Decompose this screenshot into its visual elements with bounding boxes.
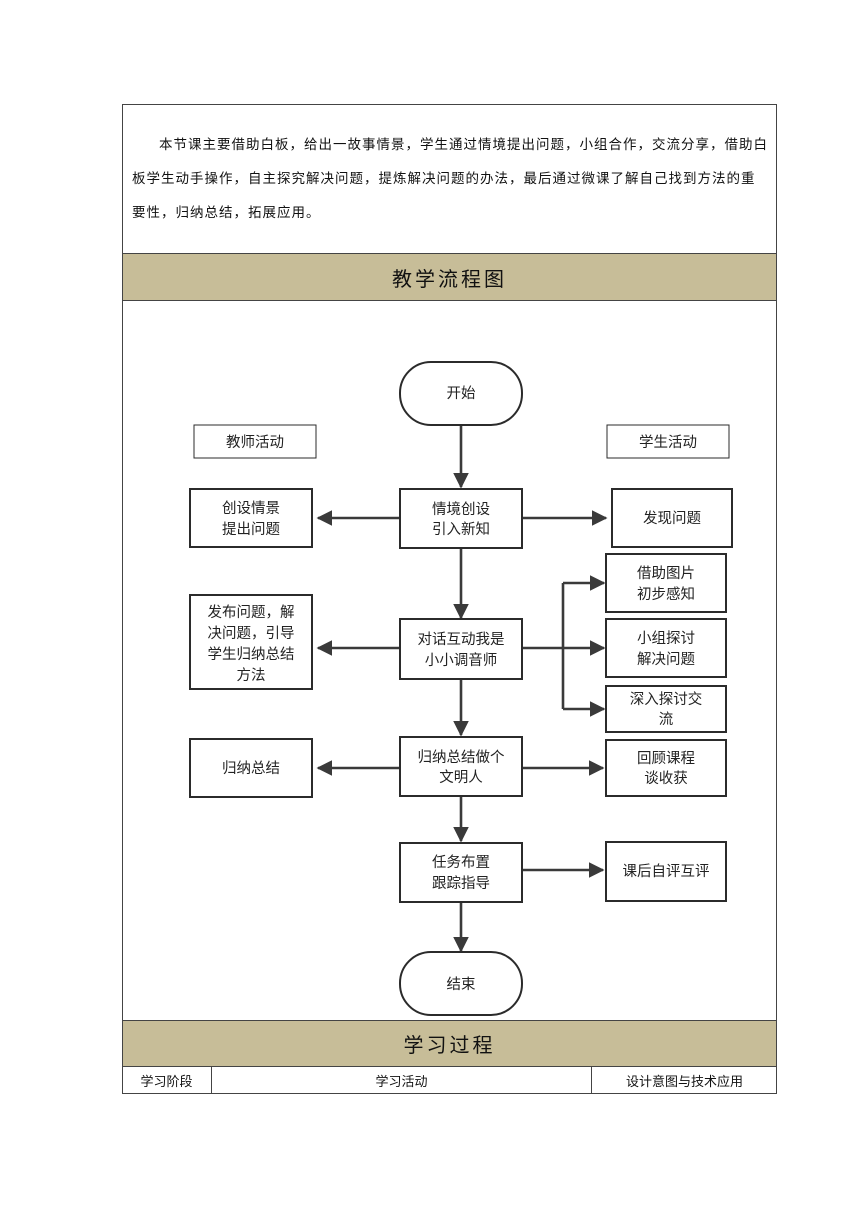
center-step-3: 归纳总结做个 文明人 <box>399 736 523 797</box>
svg-text:提出问题: 提出问题 <box>222 521 280 538</box>
teacher-step-2: 发布问题，解 决问题，引导 学生归纳总结 方法 <box>189 594 313 690</box>
process-section-title: 学习过程 <box>403 1033 496 1057</box>
start-label: 开始 <box>447 385 476 402</box>
svg-text:创设情景: 创设情景 <box>222 500 280 517</box>
svg-text:借助图片: 借助图片 <box>637 565 695 582</box>
process-table-header-row: 学习阶段 学习活动 设计意图与技术应用 <box>122 1066 777 1094</box>
svg-text:归纳总结: 归纳总结 <box>222 760 280 777</box>
svg-text:学生活动: 学生活动 <box>639 434 697 451</box>
header-cell-activity: 学习活动 <box>212 1066 592 1094</box>
teacher-activity-label: 教师活动 <box>193 424 317 459</box>
student-step-5: 回顾课程 谈收获 <box>605 739 727 797</box>
center-step-2: 对话互动我是 小小调音师 <box>399 618 523 680</box>
svg-text:谈收获: 谈收获 <box>644 770 688 787</box>
flowchart-section-title: 教学流程图 <box>392 266 507 291</box>
student-step-2: 借助图片 初步感知 <box>605 553 727 613</box>
svg-text:方法: 方法 <box>237 667 266 684</box>
svg-text:跟踪指导: 跟踪指导 <box>432 875 490 892</box>
svg-text:课后自评互评: 课后自评互评 <box>623 863 710 880</box>
svg-text:回顾课程: 回顾课程 <box>637 750 695 767</box>
svg-text:情境创设: 情境创设 <box>432 500 490 518</box>
student-step-3: 小组探讨 解决问题 <box>605 618 727 678</box>
svg-text:引入新知: 引入新知 <box>432 521 490 538</box>
divider-line <box>122 300 777 301</box>
svg-text:任务布置: 任务布置 <box>432 854 490 871</box>
student-step-1: 发现问题 <box>611 488 733 548</box>
svg-text:对话互动我是: 对话互动我是 <box>418 631 505 648</box>
header-cell-stage: 学习阶段 <box>122 1066 212 1094</box>
svg-text:初步感知: 初步感知 <box>637 586 695 603</box>
svg-text:发布问题，解: 发布问题，解 <box>208 604 295 621</box>
student-step-4: 深入探讨交 流 <box>605 685 727 733</box>
student-activity-label: 学生活动 <box>606 424 730 459</box>
divider-line <box>122 253 777 254</box>
svg-text:学生归纳总结: 学生归纳总结 <box>208 646 295 663</box>
divider-line <box>122 1020 777 1021</box>
svg-text:小组探讨: 小组探讨 <box>637 630 695 647</box>
svg-text:深入探讨交: 深入探讨交 <box>630 690 703 708</box>
svg-text:决问题，引导: 决问题，引导 <box>208 625 295 642</box>
svg-text:发现问题: 发现问题 <box>643 510 701 527</box>
svg-text:教师活动: 教师活动 <box>226 434 284 451</box>
svg-text:归纳总结做个: 归纳总结做个 <box>418 749 505 766</box>
teacher-step-1: 创设情景 提出问题 <box>189 488 313 548</box>
teaching-flowchart: 开始 结束 教师活动 学生活动 情境创设 引入新知 对话互动我是 小小调音师 归… <box>189 361 733 1016</box>
divider-line <box>122 1066 777 1067</box>
end-terminal: 结束 <box>399 951 523 1016</box>
center-step-4: 任务布置 跟踪指导 <box>399 842 523 903</box>
student-step-6: 课后自评互评 <box>605 841 727 902</box>
intro-paragraph: 本节课主要借助白板，给出一故事情景，学生通过情境提出问题，小组合作，交流分享，借… <box>132 137 768 221</box>
flowchart-section-header: 教学流程图 <box>123 254 776 300</box>
teacher-step-3: 归纳总结 <box>189 738 313 798</box>
svg-text:小小调音师: 小小调音师 <box>425 652 498 669</box>
start-terminal: 开始 <box>399 361 523 426</box>
end-label: 结束 <box>447 976 476 993</box>
svg-text:流: 流 <box>659 711 674 728</box>
header-cell-design-intent: 设计意图与技术应用 <box>625 1074 743 1090</box>
svg-text:解决问题: 解决问题 <box>637 651 695 668</box>
center-step-1: 情境创设 引入新知 <box>399 488 523 549</box>
process-section-header: 学习过程 <box>123 1021 776 1066</box>
document-table-frame <box>122 104 777 1094</box>
svg-text:文明人: 文明人 <box>439 769 483 786</box>
